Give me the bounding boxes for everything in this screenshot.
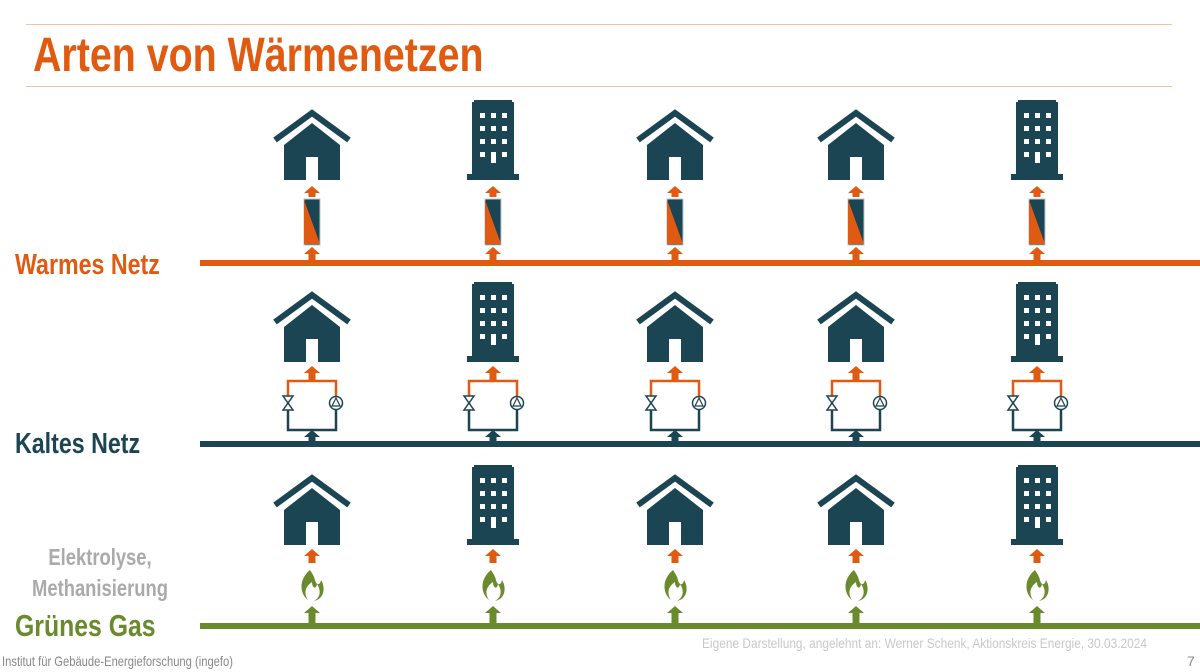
feed-arrow [304, 247, 320, 263]
label-cold-network: Kaltes Netz [15, 428, 141, 460]
apartment-building-icon [467, 282, 519, 362]
supply-arrow [848, 549, 864, 563]
building-column [273, 109, 351, 626]
pump-icon [691, 395, 707, 411]
supply-arrow [667, 186, 683, 197]
feed-arrow [848, 430, 864, 444]
valve-icon [281, 395, 295, 411]
supply-arrow [1029, 186, 1045, 197]
warm-network-pipe [200, 260, 1200, 266]
feed-arrow [1029, 606, 1045, 626]
flame-icon [845, 570, 868, 601]
supply-arrow [304, 549, 320, 563]
feed-arrow [304, 430, 320, 444]
cold-network-pipe [200, 441, 1200, 447]
label-green-gas: Grünes Gas [15, 608, 156, 643]
feed-arrow [485, 247, 501, 263]
feed-arrow [304, 606, 320, 626]
title-rule-top [26, 24, 1172, 25]
supply-arrow [304, 186, 320, 197]
heat-exchanger-icon [847, 198, 865, 246]
house-icon [817, 291, 895, 362]
feed-arrow [485, 606, 501, 626]
pump-icon [872, 395, 888, 411]
feed-arrow [848, 247, 864, 263]
label-methanation: Methanisierung [32, 575, 168, 601]
flame-icon [301, 570, 324, 601]
apartment-building-icon [467, 100, 519, 180]
house-icon [273, 474, 351, 545]
title-rule-bottom [26, 86, 1172, 87]
supply-arrow [1029, 549, 1045, 563]
supply-arrow [304, 366, 320, 381]
feed-arrow [667, 430, 683, 444]
building-column [462, 100, 525, 626]
heat-pump-loop [281, 379, 344, 432]
valve-icon [825, 395, 839, 411]
apartment-building-icon [1011, 282, 1063, 362]
pump-icon [1053, 395, 1069, 411]
pump-icon [509, 395, 525, 411]
house-icon [817, 109, 895, 180]
supply-arrow [1029, 366, 1045, 381]
feed-arrow [667, 606, 683, 626]
supply-arrow [667, 366, 683, 381]
flame-icon [664, 570, 687, 601]
source-citation: Eigene Darstellung, angelehnt an: Werner… [702, 635, 1148, 651]
heat-exchanger-icon [666, 198, 684, 246]
house-icon [636, 291, 714, 362]
supply-arrow [485, 186, 501, 197]
valve-icon [1006, 395, 1020, 411]
feed-arrow [667, 247, 683, 263]
heat-exchanger-icon [484, 198, 502, 246]
supply-arrow [667, 549, 683, 563]
flame-icon [482, 570, 505, 601]
supply-arrow [485, 366, 501, 381]
apartment-building-icon [1011, 465, 1063, 545]
building-column [636, 109, 714, 626]
heat-pump-loop [462, 379, 525, 432]
supply-arrow [485, 549, 501, 563]
green-gas-pipe [200, 623, 1200, 629]
heat-pump-loop [1006, 379, 1069, 432]
apartment-building-icon [467, 465, 519, 545]
house-icon [636, 109, 714, 180]
feed-arrow [485, 430, 501, 444]
house-icon [273, 109, 351, 180]
valve-icon [462, 395, 476, 411]
feed-arrow [1029, 430, 1045, 444]
flame-icon [1026, 570, 1049, 601]
page-number: 7 [1187, 653, 1195, 669]
valve-icon [644, 395, 658, 411]
heat-pump-loop [644, 379, 707, 432]
building-column [817, 109, 895, 626]
feed-arrow [848, 606, 864, 626]
label-warm-network: Warmes Netz [15, 249, 160, 281]
house-icon [636, 474, 714, 545]
house-icon [273, 291, 351, 362]
heat-pump-loop [825, 379, 888, 432]
label-electrolysis: Elektrolyse, [48, 544, 152, 570]
pump-icon [328, 395, 344, 411]
page-title: Arten von Wärmenetzen [33, 29, 484, 82]
feed-arrow [1029, 247, 1045, 263]
apartment-building-icon [1011, 100, 1063, 180]
heat-exchanger-icon [303, 198, 321, 246]
heat-exchanger-icon [1028, 198, 1046, 246]
footer-institute: Institut für Gebäude-Energieforschung (i… [2, 653, 233, 669]
supply-arrow [848, 366, 864, 381]
house-icon [817, 474, 895, 545]
building-column [1006, 100, 1069, 626]
supply-arrow [848, 186, 864, 197]
